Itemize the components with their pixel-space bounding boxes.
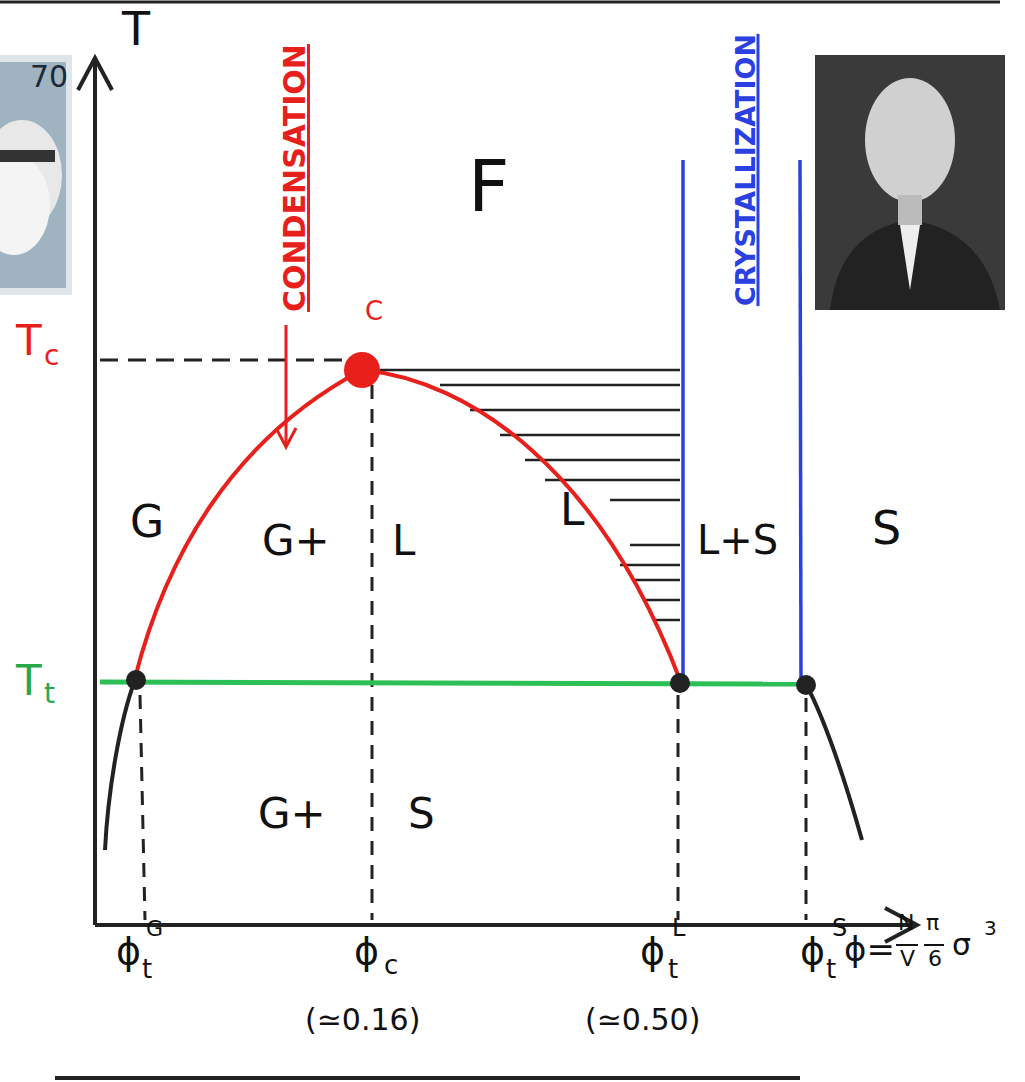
axis-formula: π <box>926 912 939 934</box>
axis-tick-label: T <box>16 660 42 702</box>
axis-tick-label: ϕ <box>116 932 141 970</box>
triple-line <box>100 682 806 684</box>
fraction-bars <box>896 945 944 946</box>
region-label: S <box>872 505 901 551</box>
axis-formula: 3 <box>984 918 997 938</box>
region-label: G+ <box>262 520 330 562</box>
axis-tick-subscript: t <box>44 680 55 708</box>
tc-dash <box>100 359 345 362</box>
axis-tick-label: T <box>16 320 42 362</box>
axis-tick-subscript: c <box>44 342 59 370</box>
region-label: S <box>408 793 435 835</box>
value-label: (≃0.16) <box>305 1005 420 1035</box>
axis-formula: ϕ= <box>844 932 895 966</box>
axis-tick-subscript: t <box>826 956 836 982</box>
condensation-arrow <box>276 325 296 447</box>
process-label: CRYSTALLIZATION <box>732 34 759 306</box>
axis-formula: N <box>898 912 914 934</box>
coexistence-curve <box>135 370 680 680</box>
region-label: G+ <box>258 793 326 835</box>
axis-tick-subscript: t <box>668 956 678 982</box>
axis-tick-superscript: G <box>146 918 163 940</box>
axis-formula: V <box>900 948 915 970</box>
region-label: L+S <box>697 520 778 560</box>
axis-tick-label: ϕ <box>354 932 379 970</box>
process-label: CONDENSATION <box>280 44 310 312</box>
bottom-rule <box>55 1076 800 1080</box>
axis-formula: σ <box>952 930 971 960</box>
axis-tick-label: ϕ <box>800 932 825 970</box>
region-label: F <box>468 150 509 222</box>
axis-tick-label: ϕ <box>640 932 665 970</box>
sublimation-curves <box>105 680 862 850</box>
point-label: C <box>365 298 383 324</box>
axis-formula: 6 <box>928 948 942 970</box>
stamp-text: 70 <box>30 62 68 92</box>
axis-label: T <box>122 6 150 52</box>
top-rule <box>0 1 1000 4</box>
axes <box>78 58 917 942</box>
stamp-photo <box>0 55 72 295</box>
axis-tick-subscript: t <box>142 956 152 982</box>
region-label: L <box>560 488 585 532</box>
value-label: (≃0.50) <box>585 1005 700 1035</box>
points <box>126 352 816 695</box>
axis-tick-superscript: L <box>672 916 685 940</box>
region-label: L <box>392 520 415 562</box>
axis-tick-subscript: c <box>384 952 398 978</box>
region-label: G <box>130 500 164 544</box>
portrait-photo <box>815 55 1005 310</box>
